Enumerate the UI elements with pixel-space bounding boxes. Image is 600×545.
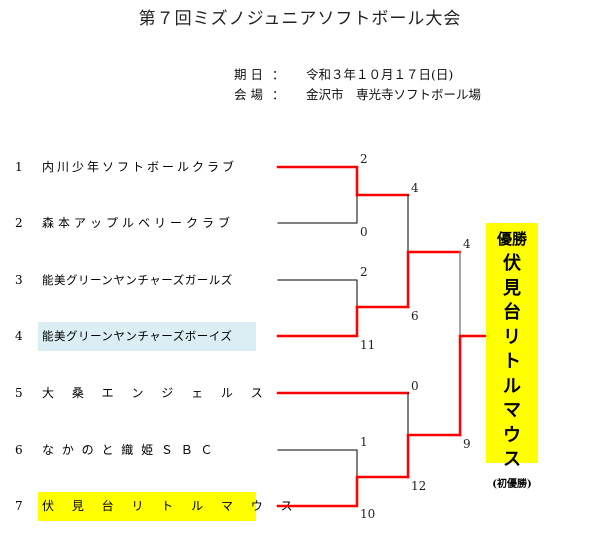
venue-row: 会場 ： 金沢市 専光寺ソフトボール場: [226, 69, 481, 103]
winner-path: [406, 433, 462, 479]
score: 0: [360, 225, 368, 239]
score: 2: [360, 152, 368, 166]
team-number: 2: [15, 216, 23, 230]
champion-char: リ: [503, 326, 521, 348]
loser-path: [277, 194, 358, 224]
winner-path: [276, 165, 359, 197]
first-win-note: (初優勝): [492, 478, 532, 490]
score: 2: [360, 265, 368, 279]
team-number: 6: [15, 443, 23, 457]
winner-path: [276, 475, 410, 508]
team-name: 大 桑 エ ン ジ ェ ル ス: [42, 386, 270, 400]
date-value: 令和３年１０月１７日(日): [305, 67, 454, 82]
team-number: 5: [15, 386, 23, 400]
team-name-highlighted: 能美グリーンヤンチャーズボーイズ: [38, 322, 256, 351]
team-number: 1: [15, 160, 23, 174]
loser-path: [277, 279, 358, 308]
date-label: 期日: [233, 67, 267, 82]
team-name: 内川少年ソフトボールクラブ: [42, 160, 238, 174]
venue-label: 会場: [233, 87, 267, 102]
champion-char: マ: [503, 400, 521, 421]
tournament-title: 第７回ミズノジュニアソフトボール大会: [138, 9, 462, 29]
champion-char: 台: [503, 302, 521, 323]
score: 0: [411, 379, 419, 393]
score: 10: [360, 507, 376, 521]
team-number: 4: [15, 329, 23, 343]
team-name: な か の と 織 姫 Ｓ Ｂ Ｃ: [42, 443, 215, 457]
winner-path: [458, 334, 489, 437]
champion-char: ス: [503, 449, 521, 470]
champion-char: ル: [503, 375, 521, 397]
team-number: 3: [15, 273, 23, 287]
loser-path: [277, 449, 358, 478]
winner-path: [406, 250, 462, 309]
venue-value: 金沢市 専光寺ソフトボール場: [305, 87, 481, 102]
winner-path: [276, 305, 359, 338]
score: 9: [463, 437, 471, 451]
champion-char: ウ: [503, 424, 521, 446]
venue-colon: ：: [271, 87, 285, 102]
champion-box: 優勝 伏 見 台 リ ト ル マ ウ ス (初優勝): [486, 223, 538, 490]
date-colon: ：: [271, 67, 285, 82]
score: 1: [360, 435, 368, 449]
score: 4: [411, 181, 419, 195]
champion-label: 優勝: [496, 230, 527, 248]
champion-char: ト: [503, 351, 521, 372]
score: 6: [411, 309, 419, 323]
score: 11: [360, 338, 376, 352]
team-name: 能美グリーンヤンチャーズガールズ: [42, 273, 233, 287]
champion-char: 見: [503, 277, 521, 299]
champion-char: 伏: [503, 253, 521, 274]
champion-name: 伏 見 台 リ ト ル マ ウ ス: [486, 252, 538, 473]
date-row: 期日 ： 令和３年１０月１７日(日): [226, 49, 453, 83]
team-number: 7: [15, 499, 23, 513]
score: 12: [411, 479, 427, 493]
team-name: 森本アップルベリークラブ: [42, 216, 235, 230]
team-name-champion: 伏 見 台 リ ト ル マ ウ ス: [38, 492, 293, 521]
score: 4: [463, 237, 471, 251]
